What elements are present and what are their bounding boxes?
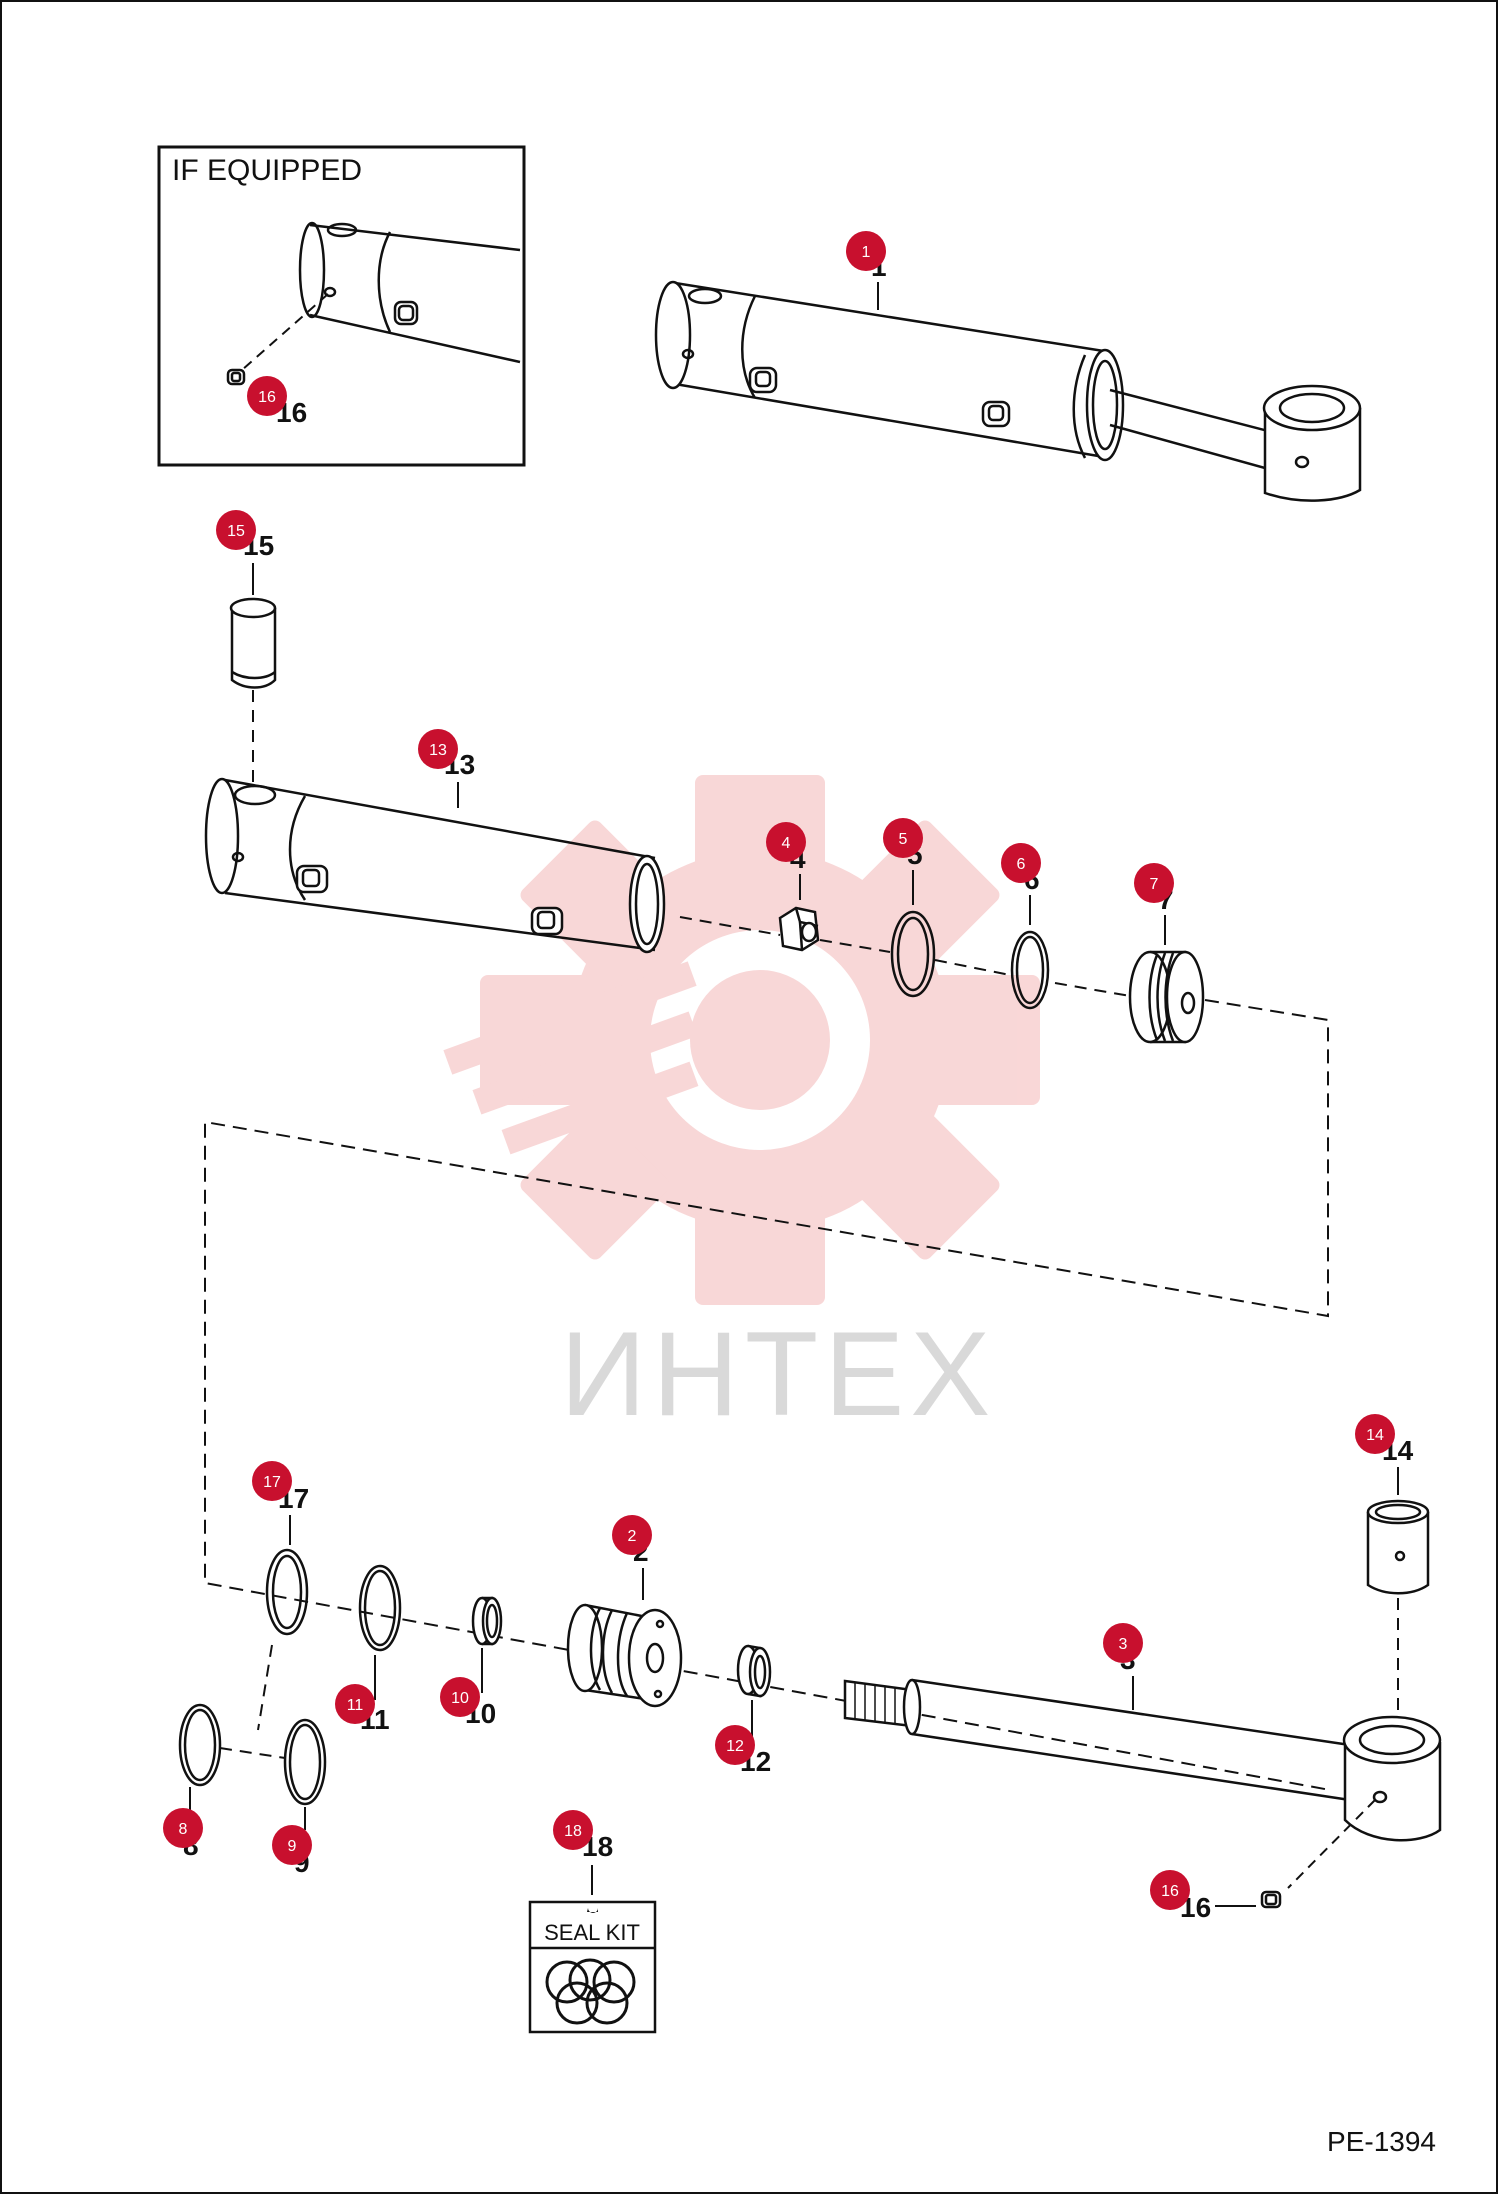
callout-badge-15[interactable]: 15 (216, 510, 256, 550)
badge-circle-9[interactable] (272, 1825, 312, 1865)
badge-number-12: 12 (726, 1738, 744, 1755)
part-15-bushing (229, 597, 277, 689)
badge-number-9: 9 (288, 1838, 297, 1855)
dash-5-6 (934, 959, 1011, 976)
part-7-piston (1128, 950, 1205, 1044)
callout-badge-7[interactable]: 7 (1134, 863, 1174, 903)
inset-if-equipped: IF EQUIPPED (157, 145, 526, 467)
badge-circle-3[interactable] (1103, 1623, 1143, 1663)
part-16-grease-fitting-icon (1260, 1890, 1282, 1909)
badge-number-16: 16 (1161, 1883, 1179, 1900)
badge-circle-17[interactable] (252, 1461, 292, 1501)
dash-3-16 (1287, 1799, 1376, 1889)
badge-number-2: 2 (628, 1528, 637, 1545)
callout-badge-8[interactable]: 8 (163, 1808, 203, 1848)
inset-grease-fitting-icon (226, 368, 246, 386)
badge-number-inset-16: 16 (258, 389, 276, 406)
badge-number-5: 5 (899, 831, 908, 848)
badge-number-7: 7 (1150, 876, 1159, 893)
badge-circle-7[interactable] (1134, 863, 1174, 903)
badge-number-10: 10 (451, 1690, 469, 1707)
callout-badge-9[interactable]: 9 (272, 1825, 312, 1865)
callout-badge-11[interactable]: 11 (335, 1684, 375, 1724)
badge-number-14: 14 (1366, 1427, 1384, 1444)
badge-number-17: 17 (263, 1474, 281, 1491)
callout-layer: 1616111515131344556677141417172233111110… (163, 231, 1414, 1923)
badge-circle-1[interactable] (846, 231, 886, 271)
callout-badge-17[interactable]: 17 (252, 1461, 292, 1501)
badge-circle-8[interactable] (163, 1808, 203, 1848)
part-2-head (566, 1603, 683, 1708)
badge-circle-16[interactable] (1150, 1870, 1190, 1910)
part-17-ring (265, 1548, 309, 1636)
callout-badge-13[interactable]: 13 (418, 729, 458, 769)
badge-number-4: 4 (782, 835, 791, 852)
badge-number-8: 8 (179, 1821, 188, 1838)
badge-circle-12[interactable] (715, 1725, 755, 1765)
part-6-o-ring (1010, 930, 1050, 1010)
part-11-o-ring (358, 1564, 402, 1652)
callout-badge-5[interactable]: 5 (883, 818, 923, 858)
watermark-gear-icon (443, 775, 1040, 1305)
badge-circle-15[interactable] (216, 510, 256, 550)
badge-number-15: 15 (227, 523, 245, 540)
dash-6-7 (1054, 982, 1131, 997)
badge-number-6: 6 (1017, 856, 1026, 873)
callout-badge-16[interactable]: 16 (1150, 1870, 1190, 1910)
drawing-code: PE-1394 (1327, 2126, 1436, 2157)
badge-circle-11[interactable] (335, 1684, 375, 1724)
part-12-wiper (736, 1644, 772, 1698)
badge-circle-10[interactable] (440, 1677, 480, 1717)
dash-17-8 (257, 1644, 273, 1731)
callout-badge-10[interactable]: 10 (440, 1677, 480, 1717)
badge-number-18: 18 (564, 1823, 582, 1840)
badge-circle-13[interactable] (418, 729, 458, 769)
part-18-seal-kit: SEAL KIT (528, 1900, 657, 2034)
part-3-rod (843, 1678, 1442, 1842)
badge-circle-4[interactable] (766, 822, 806, 862)
part-4-nut (778, 906, 820, 952)
dash-13-4 (679, 916, 781, 936)
seal-kit-label: SEAL KIT (544, 1920, 640, 1945)
callout-badge-2[interactable]: 2 (612, 1515, 652, 1555)
part-8-ring (178, 1703, 222, 1787)
badge-circle-6[interactable] (1001, 843, 1041, 883)
inset-barrel (298, 221, 521, 364)
watermark-logo: ИНТЕХ (443, 775, 1040, 1441)
part-5-ring (890, 910, 936, 998)
part-1-cylinder-assembly (654, 280, 1362, 502)
seal-kit-rings-icon (545, 1958, 636, 2025)
badge-circle-5[interactable] (883, 818, 923, 858)
callout-badge-14[interactable]: 14 (1355, 1414, 1395, 1454)
dash-8-9 (219, 1747, 286, 1759)
inset-title: IF EQUIPPED (172, 154, 362, 187)
part-14-bushing (1366, 1499, 1430, 1595)
badge-number-1: 1 (862, 244, 871, 261)
callout-badge-inset-16[interactable]: 16 (247, 376, 287, 416)
badge-circle-inset-16[interactable] (247, 376, 287, 416)
callout-badge-6[interactable]: 6 (1001, 843, 1041, 883)
dash-main-path (204, 999, 1331, 1791)
badge-circle-2[interactable] (612, 1515, 652, 1555)
callout-badge-4[interactable]: 4 (766, 822, 806, 862)
inset-dash-line (241, 293, 329, 371)
watermark-text: ИНТЕХ (560, 1307, 996, 1441)
callout-badge-18[interactable]: 18 (553, 1810, 593, 1850)
badge-circle-14[interactable] (1355, 1414, 1395, 1454)
badge-number-11: 11 (347, 1697, 364, 1714)
part-13-barrel (204, 777, 666, 954)
badge-number-3: 3 (1119, 1636, 1128, 1653)
inset-frame (157, 145, 526, 467)
badge-circle-18[interactable] (553, 1810, 593, 1850)
callout-badge-3[interactable]: 3 (1103, 1623, 1143, 1663)
callout-badge-12[interactable]: 12 (715, 1725, 755, 1765)
dash-4-5 (819, 939, 891, 953)
callout-badge-1[interactable]: 1 (846, 231, 886, 271)
part-9-ring (283, 1718, 327, 1806)
part-10-wiper (471, 1596, 503, 1646)
badge-number-13: 13 (429, 742, 447, 759)
